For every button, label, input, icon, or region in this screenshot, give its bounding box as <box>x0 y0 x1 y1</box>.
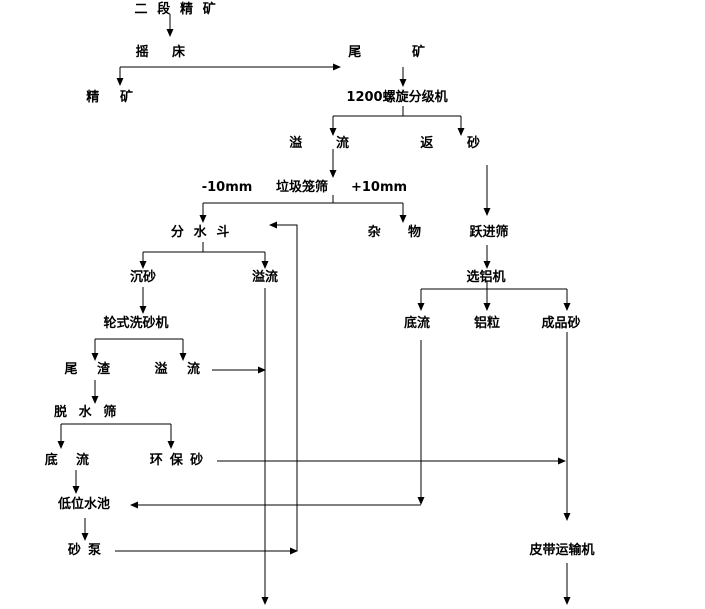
node-shaking-table: 摇床 <box>135 45 209 60</box>
node-aluminum-grains: 铝粒 <box>473 316 501 331</box>
node-sand-pump: 砂泵 <box>67 543 109 558</box>
node-bottom-flow-1: 底流 <box>403 316 431 331</box>
node-spiral-classifier: 1200螺旋分级机 <box>346 90 448 105</box>
node-dewatering-screen: 脱水筛 <box>53 405 129 420</box>
node-debris: 杂物 <box>367 225 449 240</box>
node-bottom-flow-2: 底流 <box>44 453 108 468</box>
node-return-sand: 返砂 <box>420 136 514 151</box>
node-overflow-2: 溢流 <box>251 270 279 285</box>
node-low-water-tank: 低位水池 <box>57 497 111 512</box>
node-belt-conveyor: 皮带运输机 <box>529 543 595 558</box>
node-trommel-screen: 垃圾笼筛 <box>275 180 329 195</box>
node-stage2-concentrate: 二段精矿 <box>134 2 226 17</box>
node-distribution-box: 分水斗 <box>170 225 240 240</box>
node-wheel-sand-washer: 轮式洗砂机 <box>103 316 169 331</box>
node-settled-sand: 沉砂 <box>129 270 157 285</box>
node-eco-sand: 环保砂 <box>149 453 211 468</box>
label-plus-10mm: +10mm <box>350 180 408 195</box>
node-overflow-1: 溢流 <box>289 136 383 151</box>
node-tailings: 尾矿 <box>348 45 476 60</box>
edge-return-up <box>269 221 298 551</box>
node-overflow-3: 溢流 <box>154 362 220 377</box>
node-finished-sand: 成品砂 <box>541 316 581 331</box>
label-minus-10mm: -10mm <box>201 180 253 195</box>
node-jig-screen: 跃进筛 <box>469 225 509 240</box>
node-tailing-residue: 尾渣 <box>64 362 130 377</box>
node-aluminum-separator: 选铝机 <box>466 270 506 285</box>
node-concentrate: 精矿 <box>86 90 154 105</box>
